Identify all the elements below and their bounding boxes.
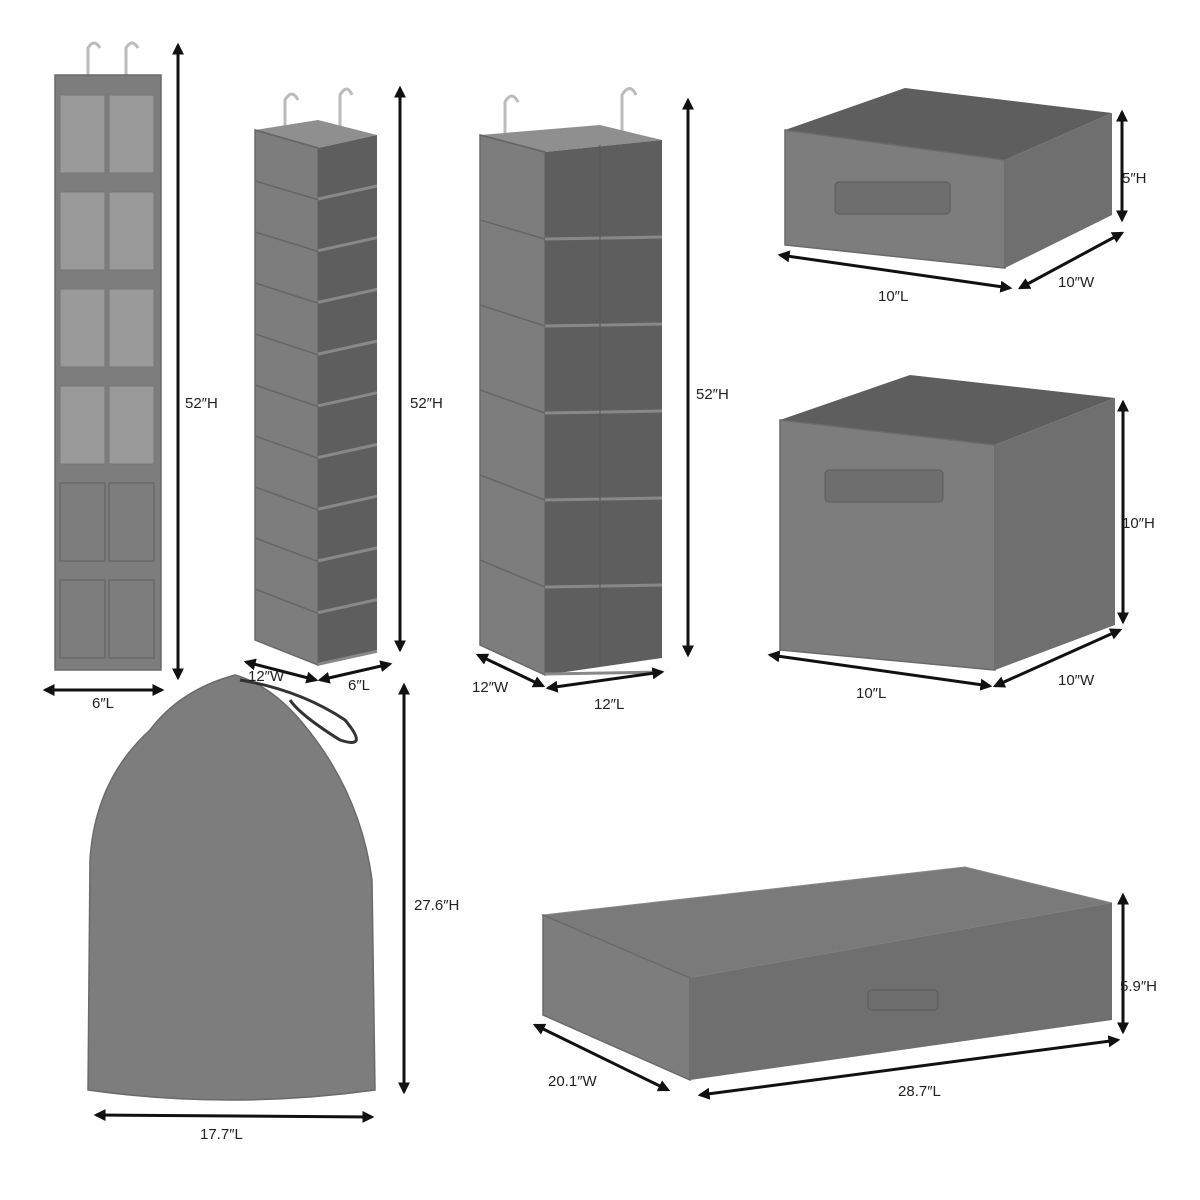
handle-icon [867,989,939,1011]
shelf-seam [479,219,546,240]
ten-shelf-width-label: 12″W [248,668,285,685]
cube-bin-length-label: 10″L [856,685,886,702]
shelf-seam [479,559,546,588]
shelf-seam [479,304,546,327]
pocket [59,482,106,562]
shelf [317,546,378,563]
shelf-seam [254,384,319,408]
shelf [317,443,378,459]
door-organizer-height-label: 52″H [185,395,218,412]
hook-icon [503,94,520,140]
drawstring-icon [239,678,358,744]
shelf [317,494,378,511]
ten-shelf-hanging-organizer [254,87,378,667]
pocket [59,288,106,368]
shelf [544,409,663,415]
pocket [59,385,106,465]
underbed-length-label: 28.7″L [898,1083,941,1100]
pocket [108,94,155,174]
shelf [317,236,378,253]
hook-icon [338,87,354,135]
shelf [317,391,378,408]
shelf [317,184,378,201]
underbed-width-label: 20.1″W [548,1073,598,1090]
six-shelf-width-label: 12″W [472,679,509,696]
small-bin-width-label: 10″W [1058,274,1095,291]
shelf-seam [254,333,319,356]
pocket [59,579,106,659]
pocket [108,385,155,465]
six-shelf-hanging-organizer [479,87,663,677]
cube-bin-width-label: 10″W [1058,672,1095,689]
door-organizer-length-label: 6″L [92,695,114,712]
shelf [544,235,663,241]
hook-icon [620,87,638,140]
handle-icon [834,181,951,215]
underbed-height-label: 5.9″H [1120,978,1157,995]
underbed-storage-box [541,866,1113,1082]
small-bin-height-label: 5″H [1122,170,1147,187]
shelf-seam [479,389,546,414]
shelf-seam [254,486,319,511]
pocket [59,94,106,174]
pocket [108,482,155,562]
shelf [317,287,378,304]
bag-length-label: 17.7″L [200,1126,243,1143]
hook-icon [283,92,300,135]
ten-shelf-height-label: 52″H [410,395,443,412]
cube-bin-height-label: 10″H [1122,515,1155,532]
pocket [108,191,155,271]
shelf-seam [254,282,319,304]
pocket [59,191,106,271]
pocket [108,288,155,368]
dimension-arrows [42,42,1129,1123]
shelf-seam [479,474,546,501]
shelf [544,583,663,589]
hook-icon [86,41,102,78]
shelf-seam [254,588,319,614]
drawstring-bag [87,674,376,1101]
shelf-seam [254,180,319,201]
small-storage-bin [784,88,1112,269]
shelf [544,496,663,502]
shelf-seam [254,231,319,253]
shelf-seam [479,134,546,153]
six-shelf-height-label: 52″H [696,386,729,403]
pocket [108,579,155,659]
shelf [317,339,378,356]
shelf-seam [254,537,319,563]
shelf [544,322,663,328]
hook-icon [124,41,140,78]
shelf [317,598,378,615]
shelf-seam [254,129,319,149]
handle-icon [824,469,944,503]
six-shelf-length-label: 12″L [594,696,624,713]
small-bin-length-label: 10″L [878,288,908,305]
dimension-labels: 52″H 6″L 52″H 12″W 6″L 52″H 12″W 12″L 5″… [92,170,1157,1143]
shelf-seam [254,435,319,459]
bag-height-label: 27.6″H [414,897,459,914]
over-door-pocket-organizer [54,41,162,671]
cube-storage-bin [779,375,1115,671]
ten-shelf-length-label: 6″L [348,677,370,694]
